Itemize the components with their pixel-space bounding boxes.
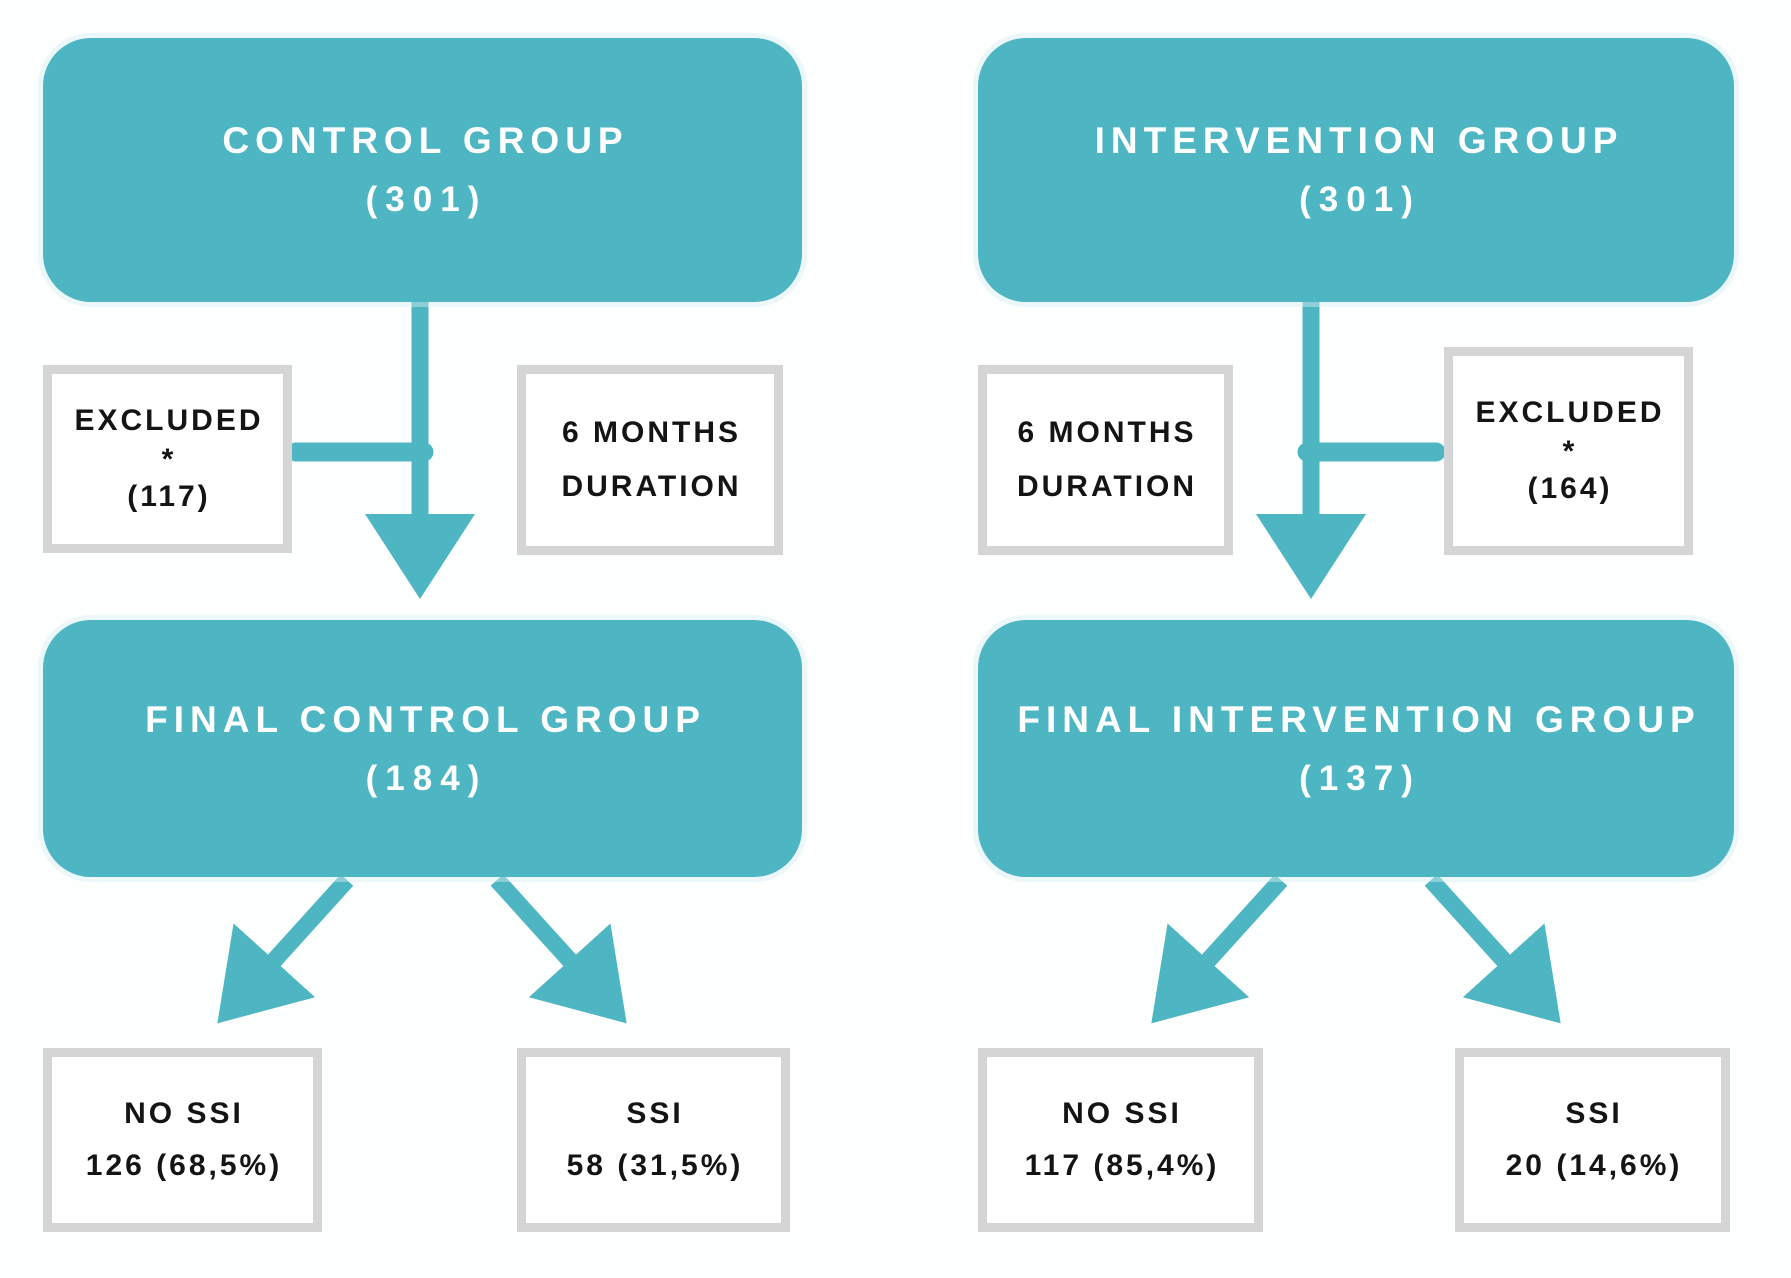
final-intervention-group-count: (137) xyxy=(1299,758,1421,798)
control-no-ssi-arrow xyxy=(217,874,354,1024)
intervention-group-count: (301) xyxy=(1299,180,1421,219)
intervention-ssi-arrow xyxy=(1424,874,1561,1024)
control-ssi-arrow xyxy=(490,874,627,1024)
duration-box-control: 6 MONTHS DURATION xyxy=(517,365,783,555)
intervention-no-ssi-arrow xyxy=(1151,874,1288,1024)
control-group-box: CONTROL GROUP (301) xyxy=(43,38,802,302)
duration-box-intervention: 6 MONTHS DURATION xyxy=(978,365,1233,555)
excluded-box-control: EXCLUDED * (117) xyxy=(43,365,292,553)
duration-line1: 6 MONTHS xyxy=(561,415,741,449)
intervention-group-box: INTERVENTION GROUP (301) xyxy=(978,38,1734,302)
duration-line2: DURATION xyxy=(1016,470,1198,503)
ssi-box-control: SSI 58 (31,5%) xyxy=(517,1048,790,1232)
final-intervention-group-box: FINAL INTERVENTION GROUP (137) xyxy=(978,620,1734,877)
ssi-value: 58 (31,5%) xyxy=(566,1149,744,1182)
no-ssi-box-intervention: NO SSI 117 (85,4%) xyxy=(978,1048,1263,1232)
no-ssi-box-control: NO SSI 126 (68,5%) xyxy=(43,1048,322,1232)
duration-line2: DURATION xyxy=(561,470,742,503)
excluded-label: EXCLUDED xyxy=(74,404,264,437)
no-ssi-label: NO SSI xyxy=(1062,1096,1182,1130)
final-intervention-group-title: FINAL INTERVENTION GROUP xyxy=(1017,698,1701,740)
ssi-value: 20 (14,6%) xyxy=(1505,1149,1683,1182)
asterisk-footnote-mark: * xyxy=(161,442,174,476)
final-control-group-title: FINAL CONTROL GROUP xyxy=(145,698,706,740)
control-group-title: CONTROL GROUP xyxy=(222,120,629,161)
control-group-count: (301) xyxy=(365,180,488,219)
excluded-count: (117) xyxy=(127,479,211,513)
final-control-group-count: (184) xyxy=(365,758,488,798)
excluded-box-intervention: EXCLUDED * (164) xyxy=(1444,347,1693,555)
excluded-label: EXCLUDED xyxy=(1475,396,1665,429)
asterisk-footnote-mark: * xyxy=(1562,434,1575,468)
ssi-label: SSI xyxy=(626,1096,684,1130)
final-control-group-box: FINAL CONTROL GROUP (184) xyxy=(43,620,802,877)
ssi-box-intervention: SSI 20 (14,6%) xyxy=(1455,1048,1730,1232)
excluded-count: (164) xyxy=(1527,471,1613,505)
no-ssi-label: NO SSI xyxy=(124,1096,244,1130)
duration-line1: 6 MONTHS xyxy=(1017,415,1197,449)
intervention-group-title: INTERVENTION GROUP xyxy=(1094,120,1624,161)
ssi-label: SSI xyxy=(1565,1096,1623,1130)
no-ssi-value: 126 (68,5%) xyxy=(85,1149,283,1182)
no-ssi-value: 117 (85,4%) xyxy=(1024,1149,1220,1182)
